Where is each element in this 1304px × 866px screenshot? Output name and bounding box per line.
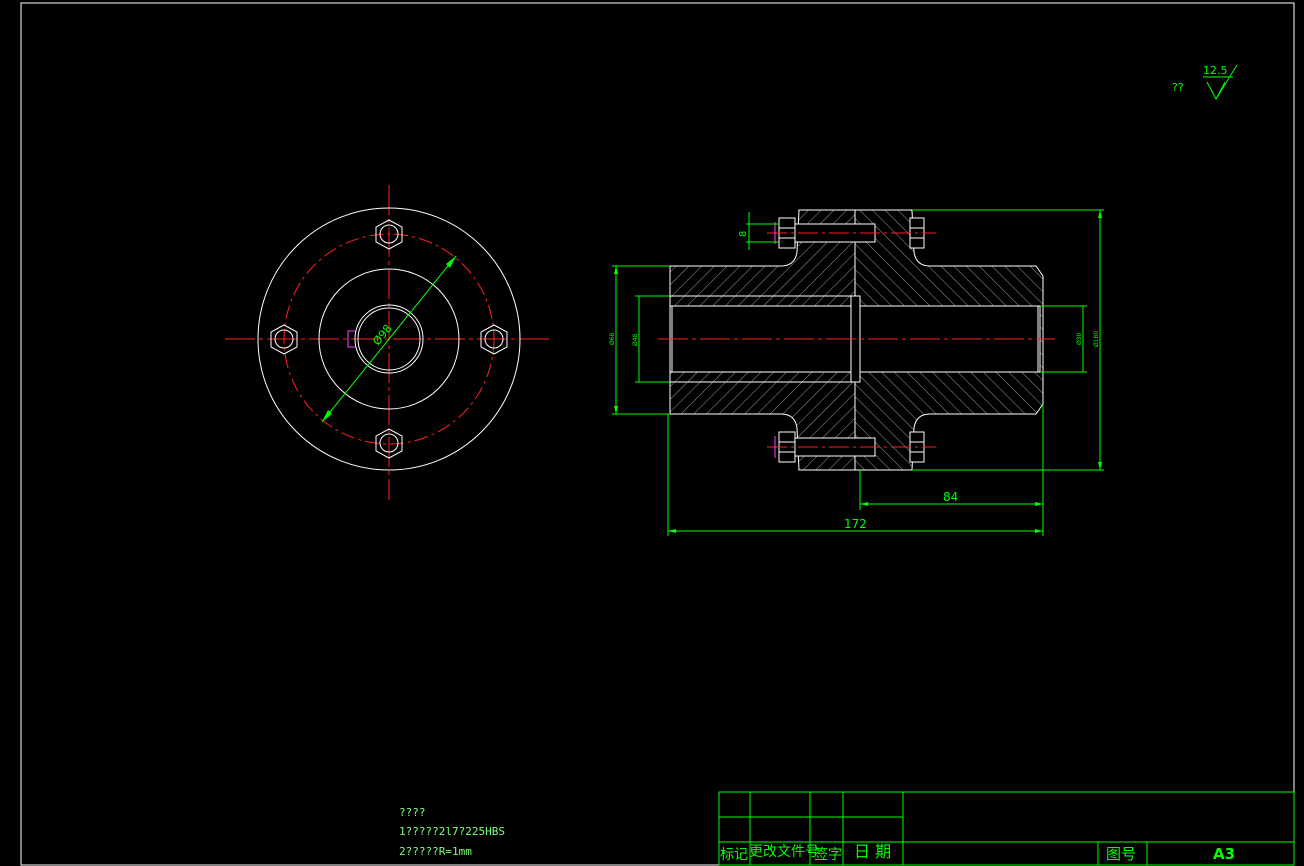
- title-block-mark: 标记: [720, 847, 748, 863]
- title-block-date: 日 期: [854, 842, 892, 861]
- technical-notes-title: ????: [399, 806, 426, 819]
- bolt-hex-bottom: [375, 428, 403, 459]
- bolt-hex-right: [480, 324, 508, 355]
- hub-circle: [318, 268, 460, 410]
- bolt-hex-left: [270, 324, 298, 355]
- section-dimensions: [612, 209, 1104, 536]
- sheet-border: [20, 2, 1295, 866]
- dim-left-outer: Ø68: [609, 332, 616, 345]
- front-view: Ø98: [225, 185, 553, 500]
- title-block-change-doc: 更改文件号: [749, 844, 819, 860]
- dim-172: 172: [844, 517, 867, 531]
- roughness-prefix: ??: [1172, 81, 1184, 94]
- flange-outer-circle: [257, 207, 521, 471]
- d98-dimension-line: [321, 255, 457, 423]
- bolt-circle: [283, 233, 495, 445]
- dim-bolt-8: 8: [738, 231, 749, 237]
- roughness-value: 12.5: [1203, 64, 1228, 77]
- keyway: [347, 330, 356, 348]
- title-block-sign: 签字: [814, 847, 842, 863]
- technical-note-2: 2?????R=1mm: [399, 845, 472, 858]
- d98-label: Ø98: [370, 322, 394, 348]
- roughness-symbol: [1203, 64, 1238, 101]
- dim-right-inner: Ø30: [1076, 332, 1083, 345]
- dim-left-inner: Ø48: [632, 333, 639, 346]
- title-block-grid: [718, 791, 1295, 866]
- title-block-drawing-no: 图号: [1106, 845, 1137, 863]
- title-block-sheet-size: A3: [1213, 845, 1236, 863]
- bore-circle: [354, 304, 424, 374]
- dimension-arrows: [614, 210, 1102, 533]
- bolt-hex-top: [375, 219, 403, 250]
- section-view: [658, 209, 1055, 471]
- dim-right-outer: Ø180: [1093, 331, 1100, 347]
- dim-84: 84: [943, 490, 958, 504]
- technical-note-1: 1?????2l7?225HBS: [399, 825, 505, 838]
